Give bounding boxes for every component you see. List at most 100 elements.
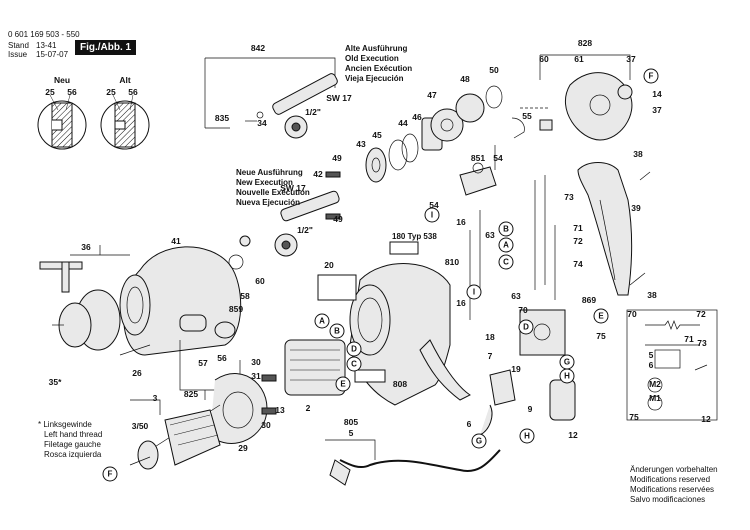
callout: 38	[633, 149, 643, 159]
callout: 851	[470, 153, 486, 163]
callout: 31	[251, 371, 261, 381]
callout-ref: E	[335, 376, 351, 392]
callout: 18	[485, 332, 495, 342]
part-number: 0 601 169 503 - 550	[8, 30, 80, 39]
callout: 828	[577, 38, 593, 48]
callout: 70	[518, 305, 528, 315]
callout: 39	[631, 203, 641, 213]
old-execution-line: Vieja Ejecución	[345, 74, 404, 83]
callout: 26	[132, 368, 142, 378]
callout: 47	[427, 90, 437, 100]
detail-new	[37, 94, 87, 150]
callout: 63	[485, 230, 495, 240]
callout: 63	[511, 291, 521, 301]
armature	[129, 399, 221, 470]
brush-holder	[209, 373, 277, 444]
callout: 46	[412, 112, 422, 122]
callout-ref: F	[102, 466, 118, 482]
figure-label: Fig./Abb. 1	[75, 40, 137, 55]
callout: 75	[596, 331, 606, 341]
callout: 9	[527, 404, 533, 414]
callout-ref: D	[518, 319, 534, 335]
schematic-label: M2	[649, 379, 661, 389]
front-housing	[119, 235, 251, 400]
callout-ref: I	[424, 207, 440, 223]
issue-value: 15-07-07	[36, 50, 69, 59]
callout: 73	[564, 192, 574, 202]
cable	[325, 439, 501, 486]
callout: 2	[305, 403, 311, 413]
callout: 19	[511, 364, 521, 374]
chuck	[39, 245, 130, 351]
callout: 48	[460, 74, 470, 84]
left-hand-thread-note: Rosca izquierda	[44, 450, 102, 459]
armature-pinion	[459, 145, 497, 196]
schematic-label: M1	[649, 393, 661, 403]
callout: SW 17	[326, 93, 352, 103]
callout: 6	[466, 419, 472, 429]
callout: 42	[313, 169, 323, 179]
spindle-old	[204, 57, 338, 139]
callout-ref: E	[593, 308, 609, 324]
old-execution-line: Alte Ausführung	[345, 44, 408, 53]
callout: 38	[647, 290, 657, 300]
issue-label: Issue	[8, 50, 28, 59]
callout-ref: I	[466, 284, 482, 300]
field-coil	[284, 339, 386, 396]
callout: 825	[183, 389, 199, 399]
callout: 3	[152, 393, 158, 403]
callout-ref: B	[329, 323, 345, 339]
callout: 49	[332, 153, 342, 163]
callout: 7	[487, 351, 493, 361]
schematic-label: 70	[627, 309, 637, 319]
schematic-label: 72	[696, 309, 706, 319]
callout: 45	[372, 130, 382, 140]
callout-ref: A	[498, 237, 514, 253]
callout-ref: G	[559, 354, 575, 370]
callout: 50	[489, 65, 499, 75]
callout: 16	[456, 298, 466, 308]
callout: 36	[81, 242, 91, 252]
callout: 29	[238, 443, 248, 453]
callout: 30	[261, 420, 271, 430]
left-hand-thread-note: Left hand thread	[44, 430, 103, 439]
callout: 3/50	[131, 421, 149, 431]
callout-ref: A	[314, 313, 330, 329]
callout: 35*	[48, 377, 62, 387]
callout: 810	[444, 257, 460, 267]
detail-new-label: Neu	[53, 75, 71, 85]
modifications-note: Änderungen vorbehalten	[630, 465, 718, 474]
gear-housing	[539, 54, 633, 141]
callout-ref: H	[559, 368, 575, 384]
detail-old-num: 56	[128, 87, 138, 97]
callout: 1/2"	[297, 225, 313, 235]
handle	[577, 162, 651, 296]
detail-old	[100, 94, 150, 150]
callout: 44	[398, 118, 408, 128]
detail-old-label: Alt	[119, 75, 131, 85]
detail-new-num: 25	[45, 87, 55, 97]
callout: 54	[429, 200, 439, 210]
old-execution-line: Old Execution	[345, 54, 399, 63]
callout: 1/2"	[305, 107, 321, 117]
callout: 71	[573, 223, 583, 233]
spindle-new	[274, 171, 341, 257]
callout: 54	[493, 153, 503, 163]
callout: 56	[217, 353, 227, 363]
callout: 41	[171, 236, 181, 246]
stand-label: Stand	[8, 41, 29, 50]
callout: 869	[581, 295, 597, 305]
switch-assembly	[469, 175, 576, 436]
callout: 37	[626, 54, 636, 64]
schematic	[626, 309, 718, 421]
callout: SW 17	[280, 183, 306, 193]
schematic-label: 5	[648, 350, 654, 360]
callout: 859	[228, 304, 244, 314]
callout: 34	[257, 118, 267, 128]
new-execution-line: Nouvelle Exécution	[236, 188, 310, 197]
callout: 842	[250, 43, 266, 53]
callout-ref: G	[471, 433, 487, 449]
callout: 60	[255, 276, 265, 286]
detail-old-num: 25	[106, 87, 116, 97]
